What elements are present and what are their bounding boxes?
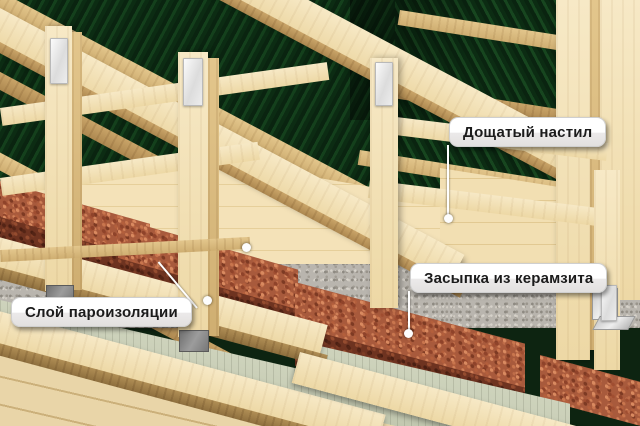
callout-boardwalk[interactable]: Дощатый настил (449, 117, 607, 147)
leader-line-keramzit (408, 291, 410, 333)
rafter-right (556, 0, 590, 360)
callout-vapour-label: Слой пароизоляции (25, 303, 178, 321)
nail-plate-icon (183, 58, 203, 106)
leader-dot-vapour-bottom (203, 296, 212, 305)
nail-plate-icon (375, 62, 393, 106)
leader-dot-keramzit (404, 329, 413, 338)
post-base-bracket (179, 330, 209, 352)
vertical-post-side (72, 32, 82, 290)
callout-vapour-barrier[interactable]: Слой пароизоляции (11, 297, 192, 327)
nail-plate-icon (50, 38, 68, 84)
callout-keramzit-label: Засыпка из керамзита (424, 269, 594, 287)
vertical-post-side (208, 58, 219, 336)
callout-boardwalk-label: Дощатый настил (463, 123, 593, 141)
leader-dot-boardwalk (444, 214, 453, 223)
leader-dot-vapour-top (242, 243, 251, 252)
nail-plate-icon (601, 285, 617, 321)
callout-keramzit[interactable]: Засыпка из керамзита (410, 263, 608, 293)
leader-line-boardwalk (447, 145, 449, 220)
